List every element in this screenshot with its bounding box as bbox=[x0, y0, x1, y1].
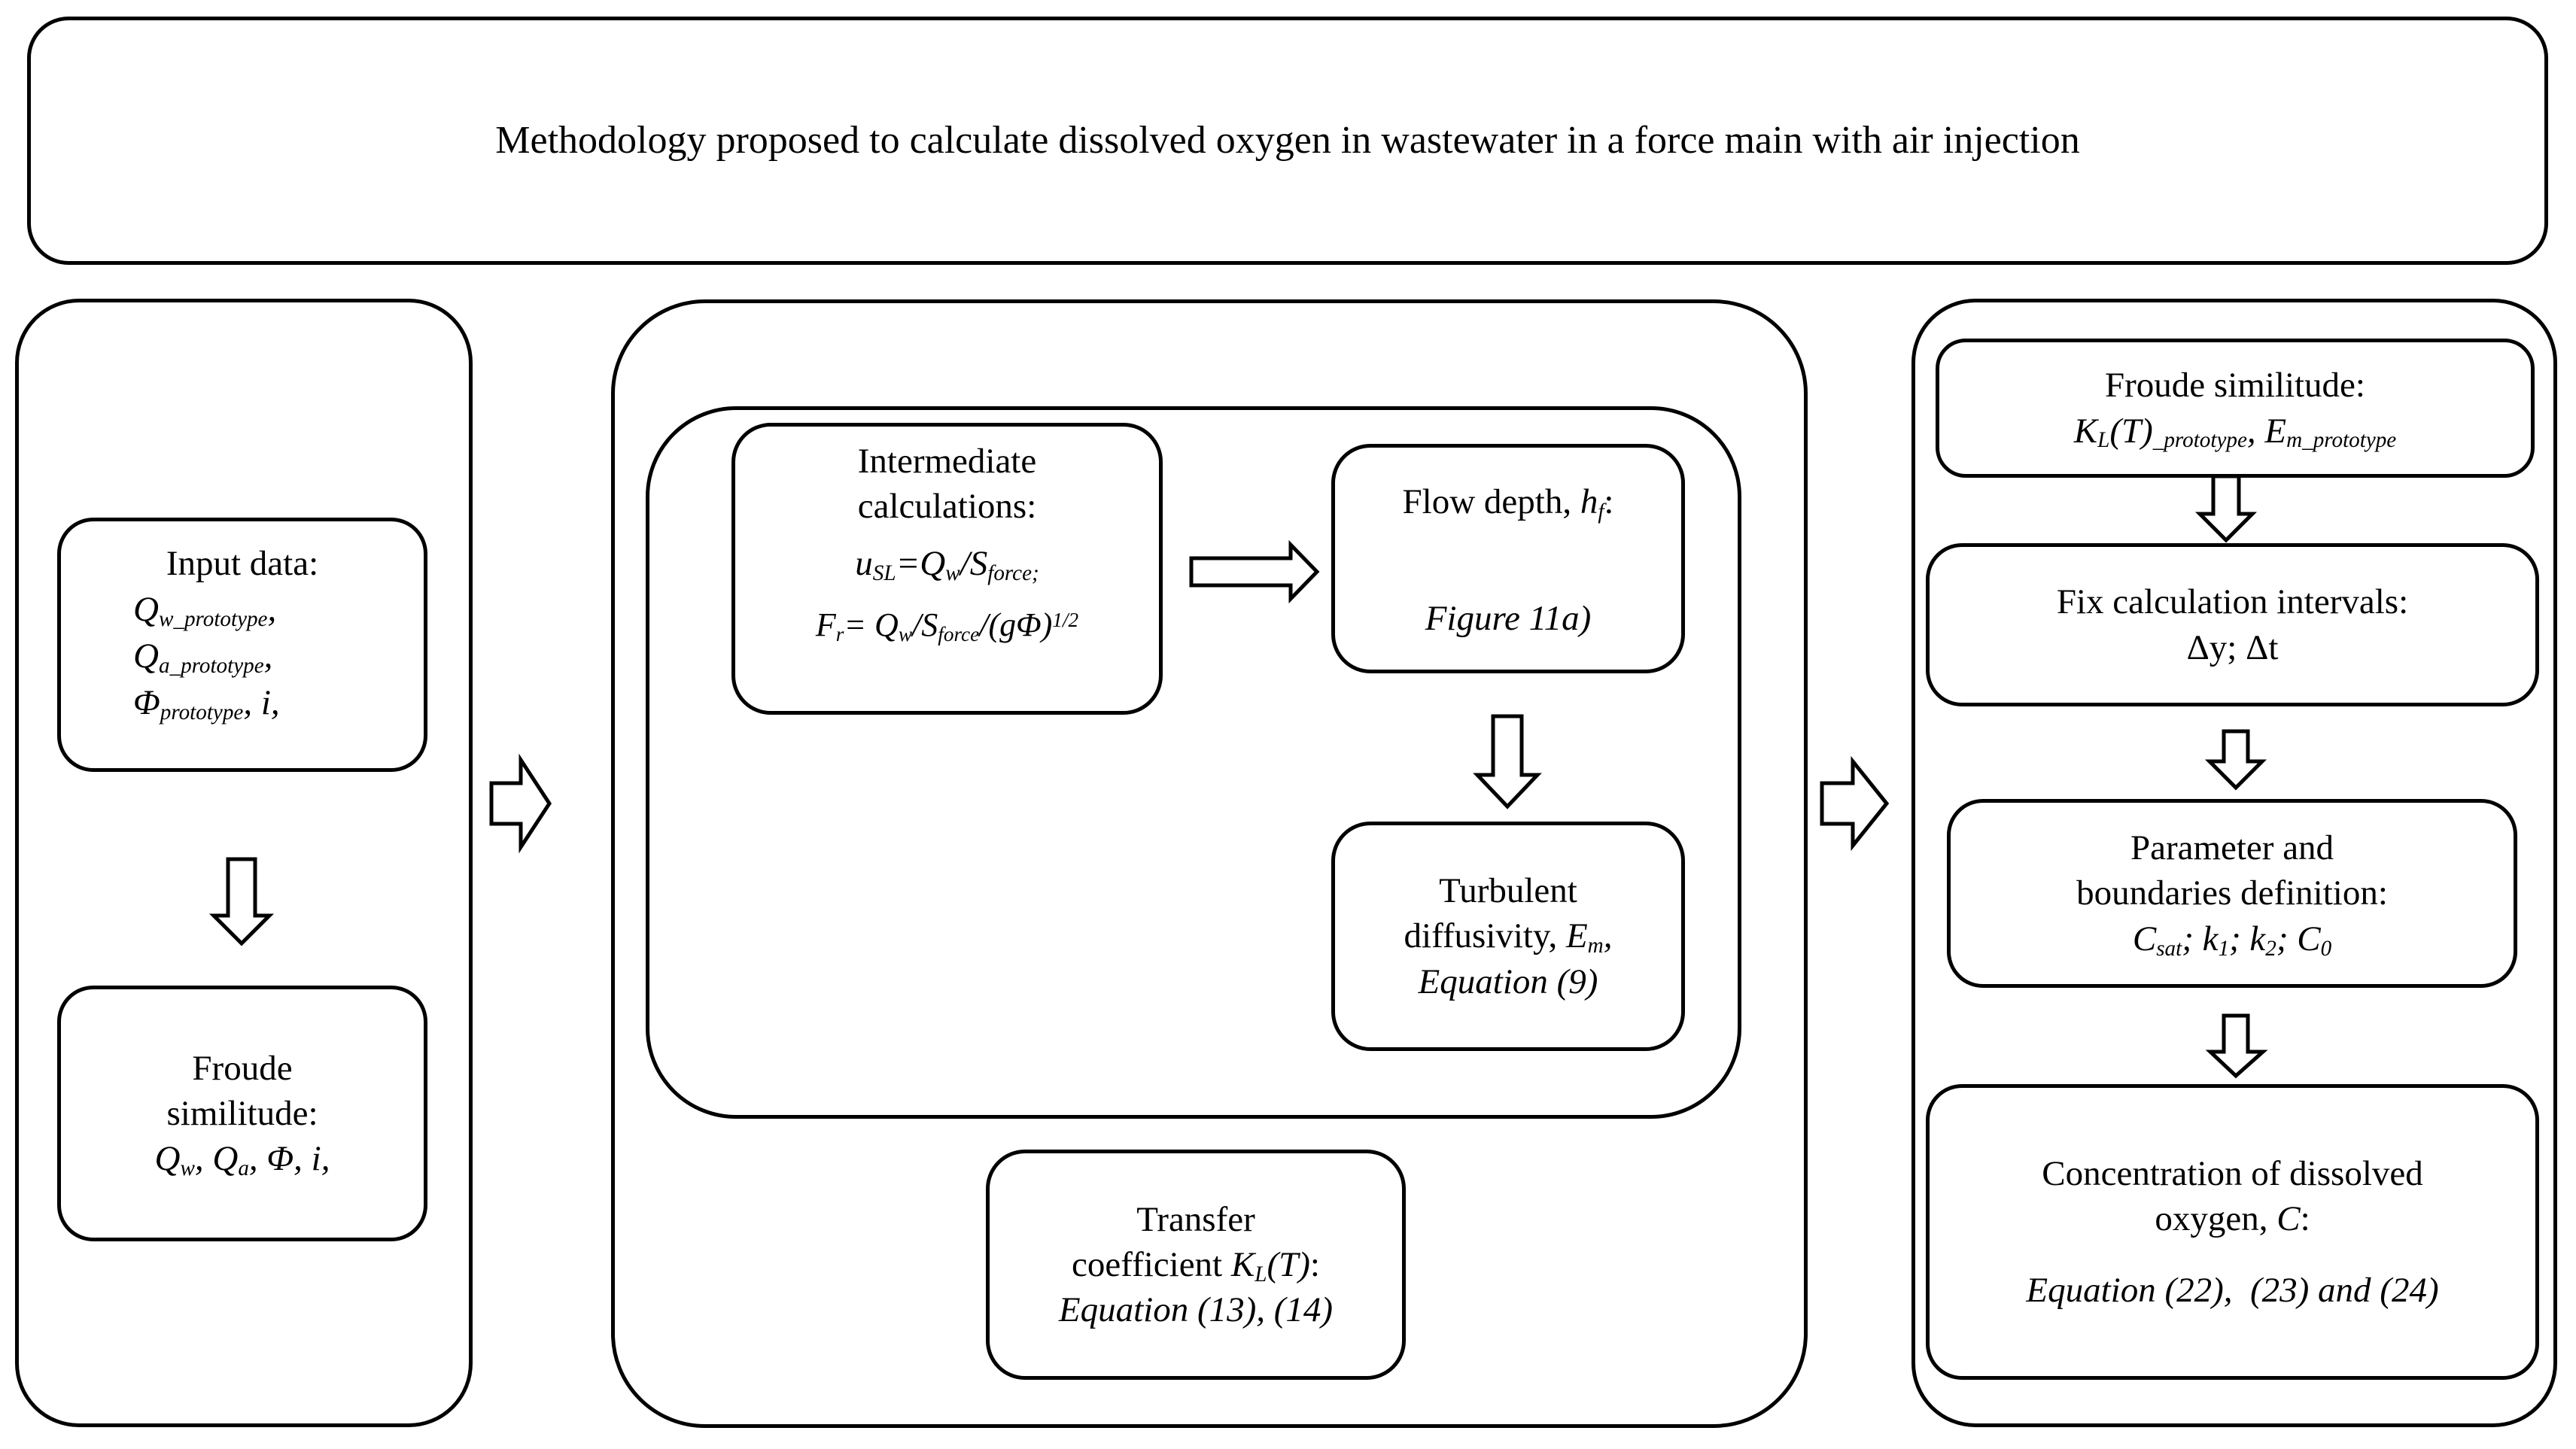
input-symbol-phi: Φprototype, i, bbox=[133, 683, 280, 725]
fix-line1: Fix calculation intervals: bbox=[2056, 582, 2409, 622]
dissolved-oxygen-concentration-box: Concentration of dissolved oxygen, C: Eq… bbox=[1926, 1084, 2539, 1380]
conc-line1: Concentration of dissolved bbox=[2042, 1154, 2423, 1194]
parameter-boundaries-box: Parameter and boundaries definition: Csa… bbox=[1947, 799, 2517, 988]
conc-equation-ref: Equation (22), (23) and (24) bbox=[2026, 1270, 2439, 1310]
intermediate-line2: calculations: bbox=[857, 487, 1037, 527]
param-symbols: Csat; k1; k2; C0 bbox=[2132, 919, 2332, 961]
froude-left-line2: similitude: bbox=[166, 1093, 318, 1133]
title-box: Methodology proposed to calculate dissol… bbox=[27, 17, 2548, 265]
input-data-box: Input data: Qw_prototype, Qa_prototype, … bbox=[57, 518, 427, 772]
froude-similitude-prototype-box: Froude similitude: KL(T)_prototype, Em_p… bbox=[1936, 339, 2535, 478]
turbulent-diffusivity-box: Turbulent diffusivity, Em, Equation (9) bbox=[1331, 822, 1685, 1051]
intermediate-calculations-box: Intermediate calculations: uSL=Qw/Sforce… bbox=[731, 423, 1163, 715]
froude-similitude-model-box: Froude similitude: Qw, Qa, Φ, i, bbox=[57, 986, 427, 1241]
intervals-to-parameters-down-arrow-icon bbox=[2204, 729, 2267, 791]
input-data-heading: Input data: bbox=[166, 544, 319, 583]
parameters-to-concentration-down-arrow-icon bbox=[2205, 1013, 2268, 1079]
intermediate-equation-fr: Fr= Qw/Sforce/(gΦ)1/2 bbox=[815, 606, 1079, 646]
froude-right-line1: Froude similitude: bbox=[2105, 366, 2365, 406]
transfer-coefficient-box: Transfer coefficient KL(T): Equation (13… bbox=[986, 1150, 1406, 1380]
turbulent-equation-ref: Equation (9) bbox=[1418, 961, 1598, 1001]
input-to-froude-down-arrow-icon bbox=[208, 857, 275, 946]
flow-depth-line1: Flow depth, hf: bbox=[1402, 482, 1614, 524]
flow-depth-to-turbulent-down-arrow-icon bbox=[1473, 714, 1542, 810]
calculation-intervals-box: Fix calculation intervals: Δy; Δt bbox=[1926, 543, 2539, 706]
intermediate-equation-usl: uSL=Qw/Sforce; bbox=[855, 544, 1039, 586]
intermediate-to-flow-depth-right-arrow-icon bbox=[1189, 539, 1320, 604]
fix-line2: Δy; Δt bbox=[2186, 627, 2279, 667]
param-line1: Parameter and bbox=[2130, 828, 2334, 868]
input-data-symbols: Qw_prototype, Qa_prototype, Φprototype, … bbox=[61, 586, 280, 726]
flow-depth-figure-ref: Figure 11a) bbox=[1425, 598, 1592, 638]
turbulent-line1: Turbulent bbox=[1439, 871, 1577, 911]
froude-left-line3: Qw, Qa, Φ, i, bbox=[154, 1139, 330, 1181]
middle-to-right-right-arrow-icon bbox=[1820, 755, 1890, 852]
froude-right-line2: KL(T)_prototype, Em_prototype bbox=[2073, 411, 2397, 453]
diagram-title: Methodology proposed to calculate dissol… bbox=[495, 118, 2080, 162]
input-symbol-qa: Qa_prototype, bbox=[133, 636, 273, 679]
turbulent-line2: diffusivity, Em, bbox=[1404, 916, 1613, 958]
froude-left-line1: Froude bbox=[192, 1048, 293, 1088]
froude-to-intervals-down-arrow-icon bbox=[2194, 474, 2258, 543]
left-to-middle-right-arrow-icon bbox=[489, 753, 552, 854]
input-symbol-qw: Qw_prototype, bbox=[133, 590, 277, 632]
transfer-line2: coefficient KL(T): bbox=[1072, 1244, 1320, 1286]
transfer-line1: Transfer bbox=[1136, 1199, 1255, 1239]
flow-depth-box: Flow depth, hf: Figure 11a) bbox=[1331, 444, 1685, 673]
param-line2: boundaries definition: bbox=[2076, 873, 2388, 913]
transfer-equation-ref: Equation (13), (14) bbox=[1058, 1290, 1334, 1330]
intermediate-line1: Intermediate bbox=[857, 442, 1037, 481]
conc-line2: oxygen, C: bbox=[2155, 1199, 2310, 1239]
